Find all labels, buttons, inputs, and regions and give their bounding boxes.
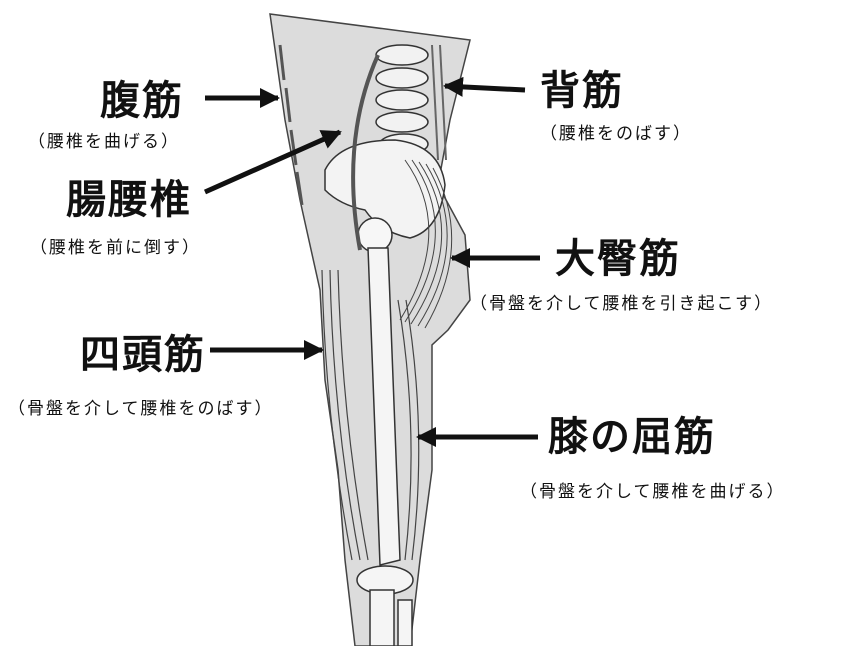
hamstrings-title: 膝の屈筋	[548, 414, 716, 460]
gluteus-desc: （骨盤を介して腰椎を引き起こす）	[470, 293, 773, 315]
abdominal-desc: （腰椎を曲げる）	[28, 131, 180, 153]
back-title: 背筋	[540, 68, 624, 114]
hamstrings-desc: （骨盤を介して腰椎を曲げる）	[520, 481, 786, 503]
quadriceps-title: 四頭筋	[80, 332, 206, 378]
back-desc: （腰椎をのばす）	[540, 123, 692, 145]
iliopsoas-title: 腸腰椎	[66, 177, 192, 223]
hip-joint	[358, 218, 392, 252]
body-silhouette	[270, 14, 470, 646]
abdominal-title: 腹筋	[100, 78, 184, 124]
iliopsoas-desc: （腰椎を前に倒す）	[30, 237, 201, 259]
gluteus-title: 大臀筋	[555, 236, 681, 282]
quadriceps-desc: （骨盤を介して腰椎をのばす）	[8, 398, 274, 420]
